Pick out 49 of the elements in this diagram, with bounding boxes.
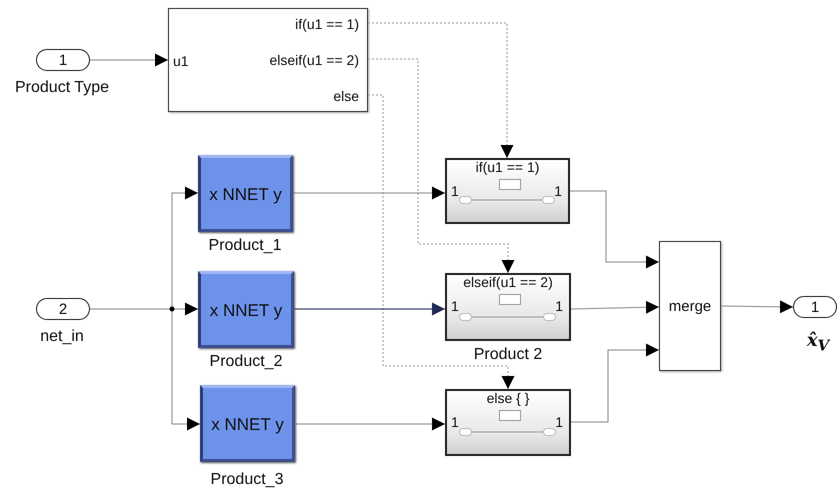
block-label: net_in xyxy=(40,329,84,345)
output-port-number: 1 xyxy=(554,184,562,198)
output-port-number: 1 xyxy=(555,415,563,429)
merge-block xyxy=(659,241,721,371)
connector-arrow xyxy=(368,58,514,274)
connector-arrow xyxy=(570,300,660,314)
action-condition-label: else { } xyxy=(486,391,530,405)
connector-arrow xyxy=(368,22,514,158)
input-port-label: u1 xyxy=(173,54,189,68)
connector-arrow xyxy=(294,418,446,430)
condition-port-label: elseif(u1 == 2) xyxy=(270,53,359,67)
outport-block xyxy=(793,296,837,318)
inport-block xyxy=(36,49,90,71)
connector-arrow xyxy=(294,302,446,316)
neural-network-block xyxy=(200,385,295,462)
input-port-number: 1 xyxy=(451,299,459,313)
action-condition-label: if(u1 == 1) xyxy=(474,160,540,174)
action-subsystem-block xyxy=(445,158,570,224)
input-port-number: 1 xyxy=(451,184,459,198)
output-port-number: 1 xyxy=(555,299,563,313)
block-text: x NNET y xyxy=(210,416,285,432)
condition-port-label: if(u1 == 1) xyxy=(295,17,359,31)
block-label: Product_3 xyxy=(210,472,284,488)
block-text: x NNET y xyxy=(208,186,283,202)
signal-symbol: x̂$_{V}$ xyxy=(806,332,830,354)
neural-network-block xyxy=(198,155,293,232)
if-block xyxy=(168,8,368,112)
neural-network-block xyxy=(198,271,294,348)
input-port-number: 1 xyxy=(451,415,459,429)
connector-arrow xyxy=(570,190,660,268)
port-number: 1 xyxy=(58,53,68,68)
action-subsystem-block xyxy=(445,389,571,456)
port-number: 2 xyxy=(58,302,68,317)
block-label: Product 2 xyxy=(474,347,542,363)
action-subsystem-block xyxy=(445,273,571,341)
connector-arrow xyxy=(292,186,446,200)
connector-arrow xyxy=(720,300,794,314)
block-text: merge xyxy=(668,299,712,314)
block-label: Product_2 xyxy=(210,354,282,370)
condition-port-label: else xyxy=(333,89,359,103)
block-label: Product_1 xyxy=(208,238,282,254)
action-condition-label: elseif(u1 == 2) xyxy=(462,275,554,289)
block-label: Product Type xyxy=(15,80,109,96)
inport-block xyxy=(36,298,90,320)
port-number: 1 xyxy=(810,300,820,315)
connector-arrow xyxy=(570,344,660,422)
block-text: x NNET y xyxy=(208,302,284,318)
connector-arrow xyxy=(90,54,168,66)
connector-arrow xyxy=(368,94,514,390)
